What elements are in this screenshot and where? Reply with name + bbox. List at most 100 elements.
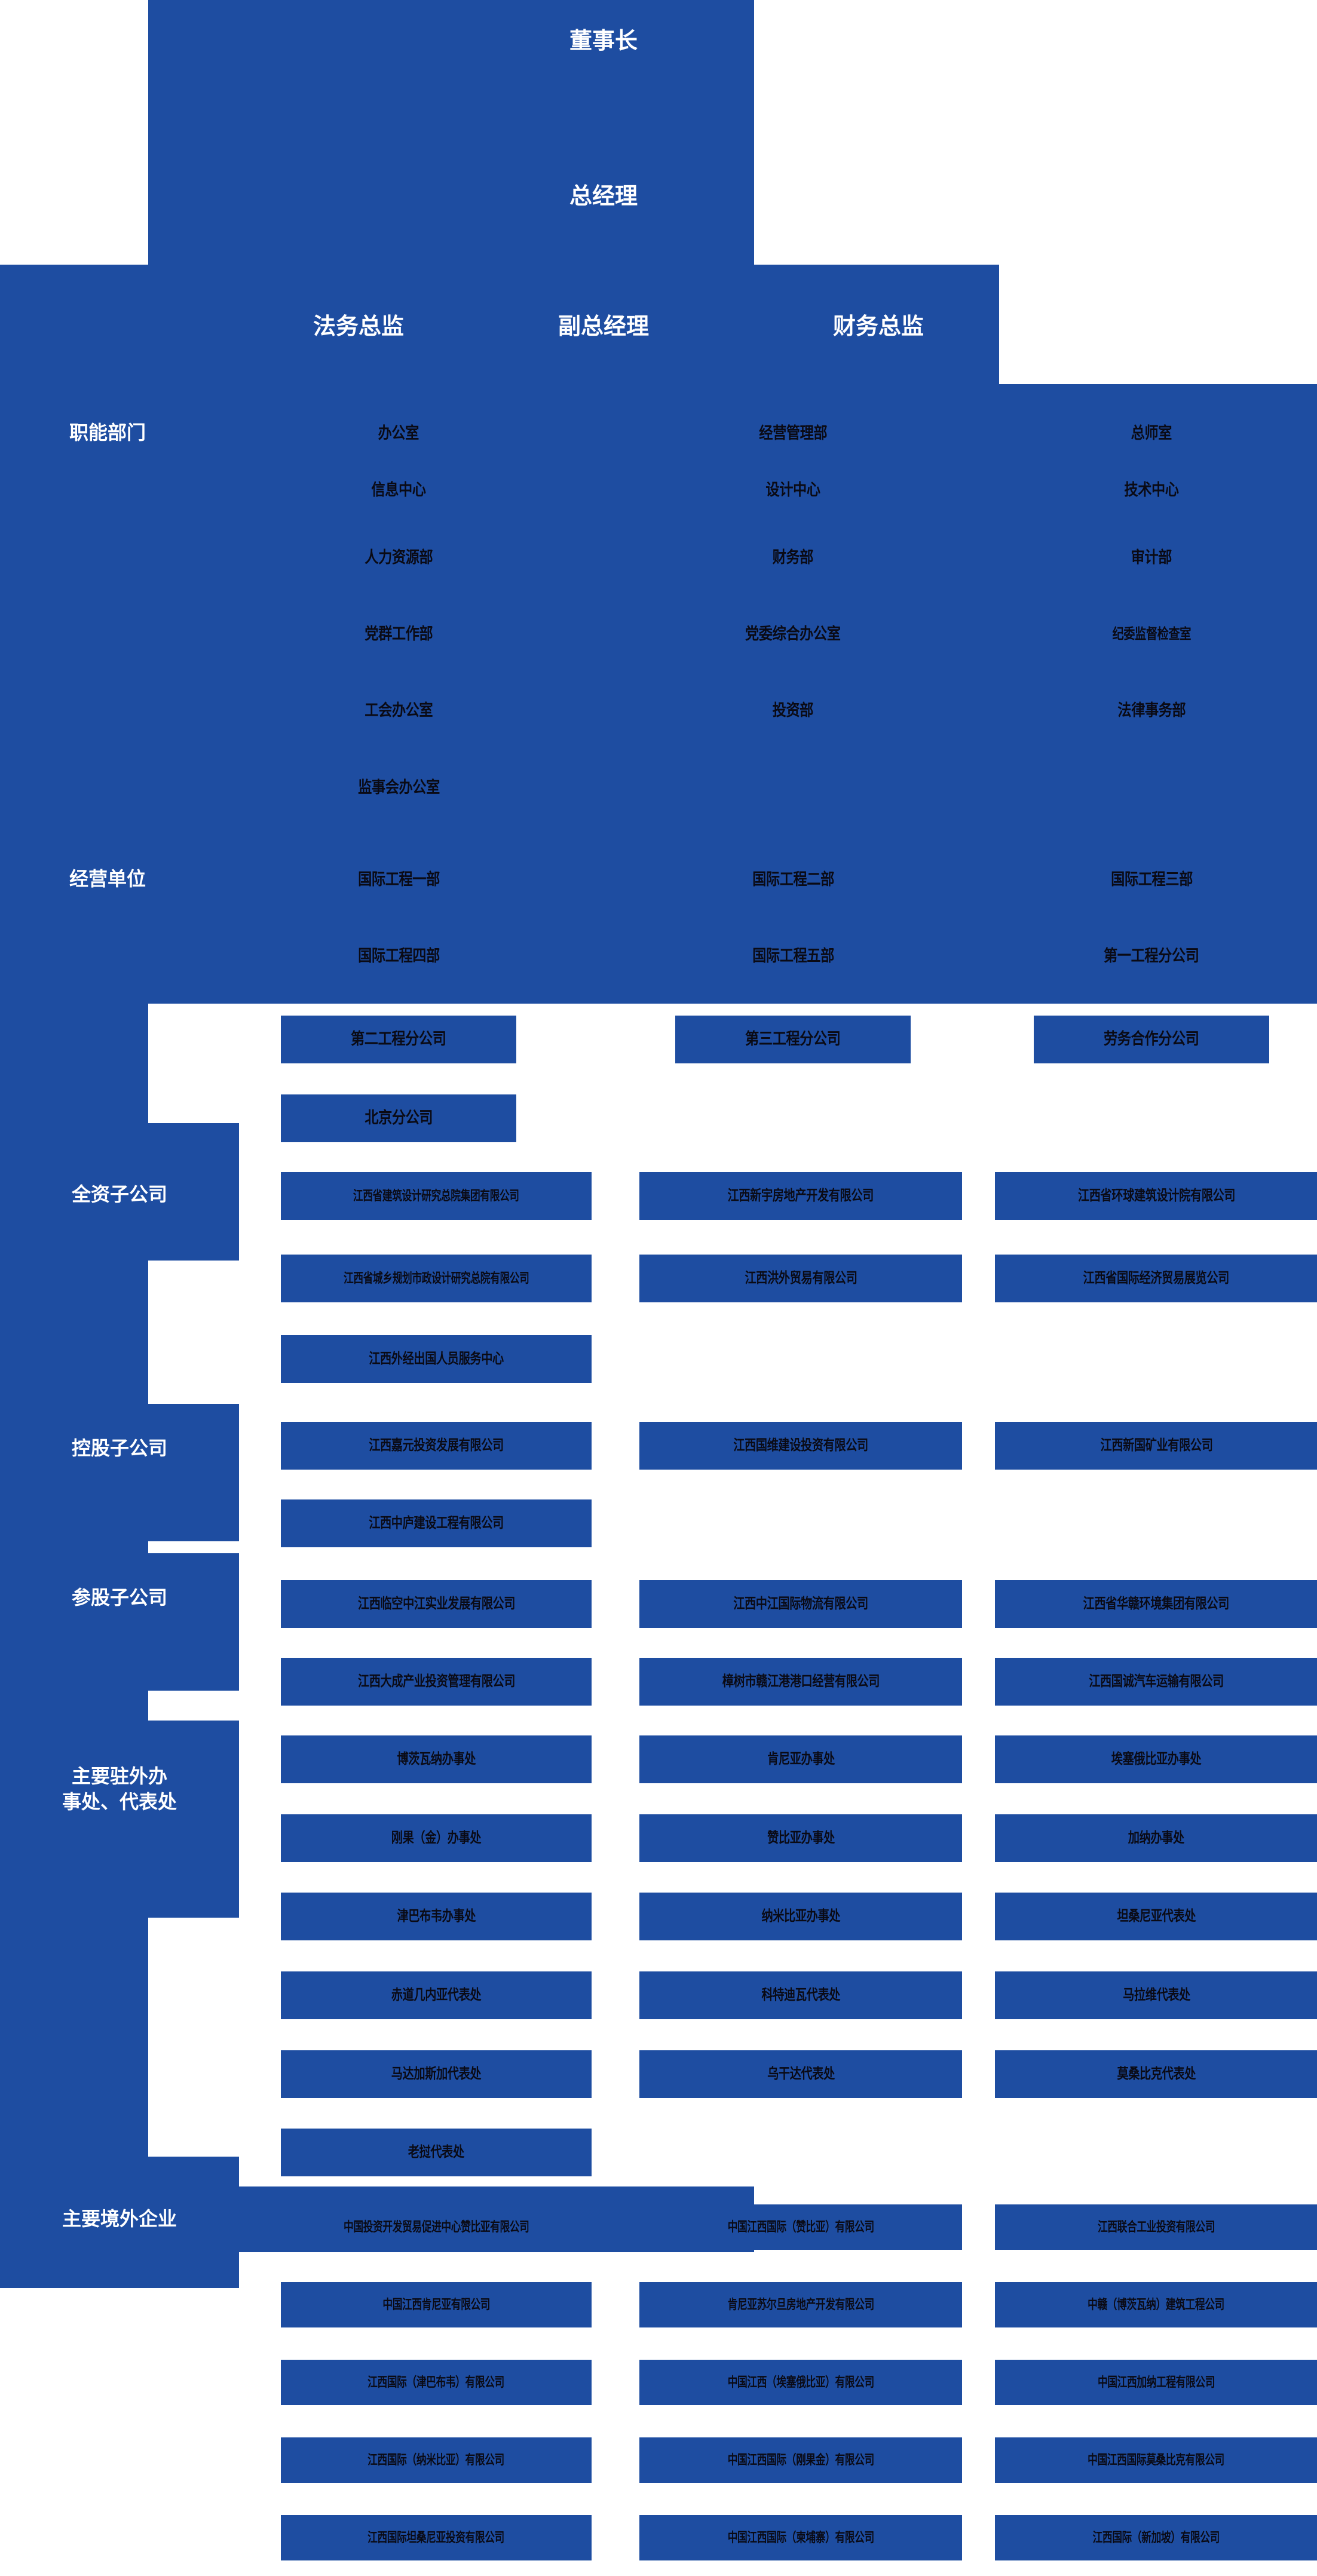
node-overseas-c3-2[interactable]: 中国江西加纳工程有限公司 <box>995 2360 1317 2405</box>
node-functional-c2-1[interactable]: 设计中心 <box>675 475 911 506</box>
node-wholly-c1-0[interactable]: 江西省建筑设计研究总院集团有限公司 <box>281 1172 592 1220</box>
node-overseas-c2-0[interactable]: 中国江西国际（赞比亚）有限公司 <box>639 2204 962 2250</box>
node-overseas-c2-2[interactable]: 中国江西（埃塞俄比亚）有限公司 <box>639 2360 962 2405</box>
node-functional-c1-2[interactable]: 人力资源部 <box>281 542 516 574</box>
node-offices-c1-0[interactable]: 博茨瓦纳办事处 <box>281 1735 592 1783</box>
node-label: 劳务合作分公司 <box>1104 1030 1199 1048</box>
node-label: 财务部 <box>772 548 814 567</box>
exec-deputy-gm[interactable]: 副总经理 <box>558 314 649 340</box>
node-label: 法律事务部 <box>1117 701 1186 720</box>
node-label: 肯尼亚苏尔旦房地产开发有限公司 <box>727 2297 874 2313</box>
node-functional-c2-3[interactable]: 党委综合办公室 <box>675 619 911 650</box>
node-functional-c2-4[interactable]: 投资部 <box>675 695 911 726</box>
node-label: 加纳办事处 <box>1128 1830 1184 1846</box>
node-holding-c1-0[interactable]: 江西嘉元投资发展有限公司 <box>281 1422 592 1470</box>
node-functional-c3-3[interactable]: 纪委监督检查室 <box>1034 619 1269 650</box>
node-business-c1-2[interactable]: 第二工程分公司 <box>281 1016 516 1063</box>
node-label: 江西外经出国人员服务中心 <box>369 1351 504 1367</box>
node-offices-c2-2[interactable]: 纳米比亚办事处 <box>639 1893 962 1940</box>
node-wholly-c1-1[interactable]: 江西省城乡规划市政设计研究总院有限公司 <box>281 1255 592 1302</box>
node-label: 江西新宇房地产开发有限公司 <box>727 1188 874 1204</box>
node-overseas-c1-3[interactable]: 江西国际（纳米比亚）有限公司 <box>281 2437 592 2483</box>
node-label: 江西国维建设投资有限公司 <box>733 1437 868 1453</box>
node-business-c2-0[interactable]: 国际工程二部 <box>675 864 911 896</box>
node-business-c3-0[interactable]: 国际工程三部 <box>1034 864 1269 896</box>
node-overseas-c1-2[interactable]: 江西国际（津巴布韦）有限公司 <box>281 2360 592 2405</box>
node-label: 投资部 <box>772 701 814 720</box>
node-offices-c3-1[interactable]: 加纳办事处 <box>995 1814 1317 1862</box>
node-equity-c3-0[interactable]: 江西省华赣环境集团有限公司 <box>995 1580 1317 1628</box>
node-label: 马拉维代表处 <box>1122 1987 1190 2003</box>
node-functional-c3-2[interactable]: 审计部 <box>1034 542 1269 574</box>
node-overseas-c2-4[interactable]: 中国江西国际（柬埔寨）有限公司 <box>639 2515 962 2560</box>
node-offices-c3-3[interactable]: 马拉维代表处 <box>995 1971 1317 2019</box>
node-label: 马达加斯加代表处 <box>391 2066 482 2082</box>
node-overseas-c2-1[interactable]: 肯尼亚苏尔旦房地产开发有限公司 <box>639 2282 962 2327</box>
node-functional-c3-1[interactable]: 技术中心 <box>1034 475 1269 506</box>
node-functional-c3-4[interactable]: 法律事务部 <box>1034 695 1269 726</box>
node-functional-c2-0[interactable]: 经营管理部 <box>675 418 911 449</box>
node-offices-c1-2[interactable]: 津巴布韦办事处 <box>281 1893 592 1940</box>
node-equity-c1-0[interactable]: 江西临空中江实业发展有限公司 <box>281 1580 592 1628</box>
node-business-c1-1[interactable]: 国际工程四部 <box>281 941 516 972</box>
node-label: 设计中心 <box>765 481 820 499</box>
node-functional-c1-1[interactable]: 信息中心 <box>281 475 516 506</box>
node-label: 莫桑比克代表处 <box>1117 2066 1196 2082</box>
node-offices-c3-0[interactable]: 埃塞俄比亚办事处 <box>995 1735 1317 1783</box>
node-label: 老挝代表处 <box>408 2144 464 2160</box>
node-wholly-c2-1[interactable]: 江西洪外贸易有限公司 <box>639 1255 962 1302</box>
node-offices-c2-1[interactable]: 赞比亚办事处 <box>639 1814 962 1862</box>
node-label: 赞比亚办事处 <box>767 1830 835 1846</box>
node-overseas-c1-1[interactable]: 中国江西肯尼亚有限公司 <box>281 2282 592 2327</box>
node-functional-c1-5[interactable]: 监事会办公室 <box>281 772 516 804</box>
node-offices-c1-4[interactable]: 马达加斯加代表处 <box>281 2050 592 2098</box>
node-holding-c2-0[interactable]: 江西国维建设投资有限公司 <box>639 1422 962 1470</box>
node-functional-c1-0[interactable]: 办公室 <box>281 418 516 449</box>
node-holding-c3-0[interactable]: 江西新国矿业有限公司 <box>995 1422 1317 1470</box>
node-business-c1-0[interactable]: 国际工程一部 <box>281 864 516 896</box>
node-wholly-c2-0[interactable]: 江西新宇房地产开发有限公司 <box>639 1172 962 1220</box>
node-business-c3-1[interactable]: 第一工程分公司 <box>1034 941 1269 972</box>
node-business-c2-1[interactable]: 国际工程五部 <box>675 941 911 972</box>
node-equity-c2-1[interactable]: 樟树市赣江港港口经营有限公司 <box>639 1658 962 1706</box>
node-business-c2-2[interactable]: 第三工程分公司 <box>675 1016 911 1063</box>
node-overseas-c1-4[interactable]: 江西国际坦桑尼亚投资有限公司 <box>281 2515 592 2560</box>
exec-chairman[interactable]: 董事长 <box>569 29 638 54</box>
section-label-line-1: 主要驻外办 <box>71 1765 167 1787</box>
exec-gm[interactable]: 总经理 <box>569 184 638 210</box>
node-holding-c1-1[interactable]: 江西中庐建设工程有限公司 <box>281 1499 592 1547</box>
node-overseas-c3-3[interactable]: 中国江西国际莫桑比克有限公司 <box>995 2437 1317 2483</box>
node-equity-c3-1[interactable]: 江西国诚汽车运输有限公司 <box>995 1658 1317 1706</box>
node-wholly-c1-2[interactable]: 江西外经出国人员服务中心 <box>281 1335 592 1383</box>
node-offices-c2-0[interactable]: 肯尼亚办事处 <box>639 1735 962 1783</box>
node-business-c1-3[interactable]: 北京分公司 <box>281 1094 516 1142</box>
node-label: 科特迪瓦代表处 <box>761 1987 840 2003</box>
node-equity-c2-0[interactable]: 江西中江国际物流有限公司 <box>639 1580 962 1628</box>
node-wholly-c3-1[interactable]: 江西省国际经济贸易展览公司 <box>995 1255 1317 1302</box>
node-overseas-c1-0[interactable]: 中国投资开发贸易促进中心赞比亚有限公司 <box>281 2204 592 2250</box>
node-label: 江西嘉元投资发展有限公司 <box>369 1437 504 1453</box>
node-offices-c2-4[interactable]: 乌干达代表处 <box>639 2050 962 2098</box>
node-equity-c1-1[interactable]: 江西大成产业投资管理有限公司 <box>281 1658 592 1706</box>
node-label: 国际工程一部 <box>357 870 440 889</box>
node-functional-c1-4[interactable]: 工会办公室 <box>281 695 516 726</box>
bg-panel-top-stem <box>148 0 754 265</box>
node-overseas-c3-1[interactable]: 中赣（博茨瓦纳）建筑工程公司 <box>995 2282 1317 2327</box>
node-wholly-c3-0[interactable]: 江西省环球建筑设计院有限公司 <box>995 1172 1317 1220</box>
node-offices-c1-3[interactable]: 赤道几内亚代表处 <box>281 1971 592 2019</box>
node-offices-c3-2[interactable]: 坦桑尼亚代表处 <box>995 1893 1317 1940</box>
node-overseas-c3-4[interactable]: 江西国际（新加坡）有限公司 <box>995 2515 1317 2560</box>
node-overseas-c3-0[interactable]: 江西联合工业投资有限公司 <box>995 2204 1317 2250</box>
node-offices-c1-1[interactable]: 刚果（金）办事处 <box>281 1814 592 1862</box>
node-offices-c1-5[interactable]: 老挝代表处 <box>281 2129 592 2176</box>
node-overseas-c2-3[interactable]: 中国江西国际（刚果金）有限公司 <box>639 2437 962 2483</box>
node-offices-c2-3[interactable]: 科特迪瓦代表处 <box>639 1971 962 2019</box>
exec-legal-dir[interactable]: 法务总监 <box>313 314 404 340</box>
node-functional-c3-0[interactable]: 总师室 <box>1034 418 1269 449</box>
exec-cfo[interactable]: 财务总监 <box>832 314 924 340</box>
node-functional-c2-2[interactable]: 财务部 <box>675 542 911 574</box>
node-business-c3-2[interactable]: 劳务合作分公司 <box>1034 1016 1269 1063</box>
node-label: 津巴布韦办事处 <box>397 1908 476 1924</box>
node-offices-c3-4[interactable]: 莫桑比克代表处 <box>995 2050 1317 2098</box>
node-functional-c1-3[interactable]: 党群工作部 <box>281 619 516 650</box>
